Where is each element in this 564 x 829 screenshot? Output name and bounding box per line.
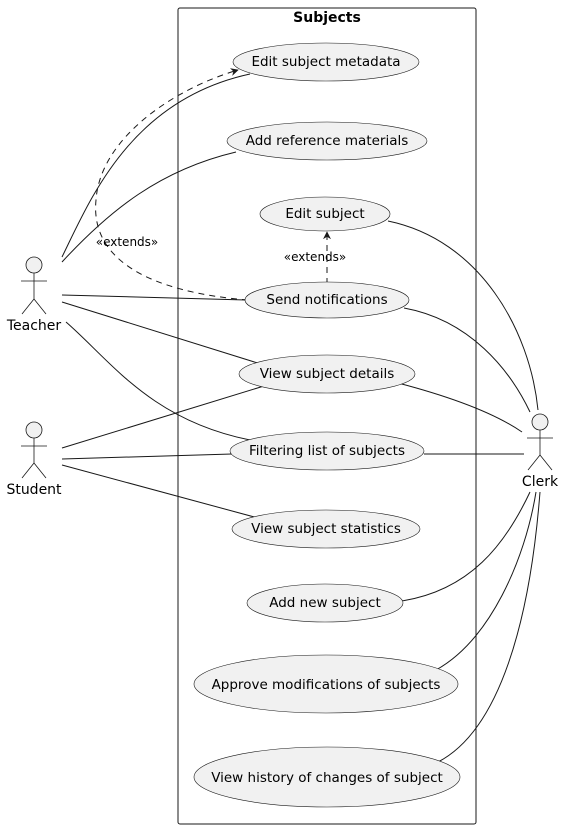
actor-figure-icon (527, 413, 553, 471)
use-case-filtering[interactable]: Filtering list of subjects (229, 431, 425, 471)
use-case-view-history[interactable]: View history of changes of subject (193, 746, 461, 808)
assoc-clerk-edit-subject (387, 220, 539, 411)
actor-clerk[interactable]: Clerk (522, 413, 559, 490)
use-case-label: Edit subject (285, 206, 364, 222)
assoc-teacher-add-reference (61, 151, 237, 263)
use-case-approve-mods[interactable]: Approve modifications of subjects (193, 654, 459, 714)
assoc-student-filtering (61, 453, 233, 460)
student-associations (61, 385, 265, 519)
use-case-add-new[interactable]: Add new subject (246, 583, 404, 623)
assoc-clerk-view-history (437, 491, 541, 763)
actor-figure-icon (21, 421, 47, 479)
use-case-label: Filtering list of subjects (249, 443, 405, 459)
actor-label-clerk: Clerk (522, 474, 559, 490)
assoc-clerk-view-details (397, 382, 523, 433)
actor-figure-icon (21, 256, 47, 315)
actor-label-student: Student (6, 482, 62, 498)
use-case-view-details[interactable]: View subject details (238, 354, 416, 394)
use-case-label: Send notifications (266, 292, 387, 308)
assoc-clerk-add-new (401, 491, 531, 602)
use-case-edit-metadata[interactable]: Edit subject metadata (232, 42, 420, 82)
extends-label-right: «extends» (284, 250, 347, 264)
assoc-student-view-statistics (61, 464, 259, 519)
clerk-associations (387, 220, 541, 763)
use-case-label: View history of changes of subject (211, 770, 443, 786)
use-case-label: View subject statistics (251, 521, 401, 537)
use-case-send-notifications[interactable]: Send notifications (244, 281, 410, 319)
extends-send-to-edit-metadata (95, 68, 249, 301)
actor-teacher[interactable]: Teacher (6, 256, 62, 334)
use-case-label: Add new subject (269, 595, 381, 611)
assoc-clerk-send-notifications (403, 307, 531, 413)
assoc-teacher-filtering (65, 321, 251, 441)
use-case-label: Edit subject metadata (251, 54, 400, 70)
use-case-label: View subject details (260, 366, 395, 382)
assoc-teacher-send-notifications (61, 294, 247, 301)
actor-student[interactable]: Student (6, 421, 62, 498)
system-title: Subjects (293, 10, 361, 26)
use-case-label: Approve modifications of subjects (212, 677, 441, 693)
assoc-clerk-approve (435, 491, 537, 671)
assoc-teacher-view-details (61, 301, 265, 366)
use-case-label: Add reference materials (246, 133, 409, 149)
teacher-associations (61, 73, 265, 441)
use-case-add-reference[interactable]: Add reference materials (226, 121, 428, 161)
assoc-teacher-edit-metadata (61, 73, 251, 258)
use-case-view-statistics[interactable]: View subject statistics (231, 509, 421, 549)
system-boundary (177, 7, 477, 825)
use-case-edit-subject[interactable]: Edit subject (259, 196, 391, 232)
extends-label-left: «extends» (96, 235, 159, 249)
assoc-student-view-details (61, 385, 265, 449)
actor-label-teacher: Teacher (6, 318, 62, 334)
